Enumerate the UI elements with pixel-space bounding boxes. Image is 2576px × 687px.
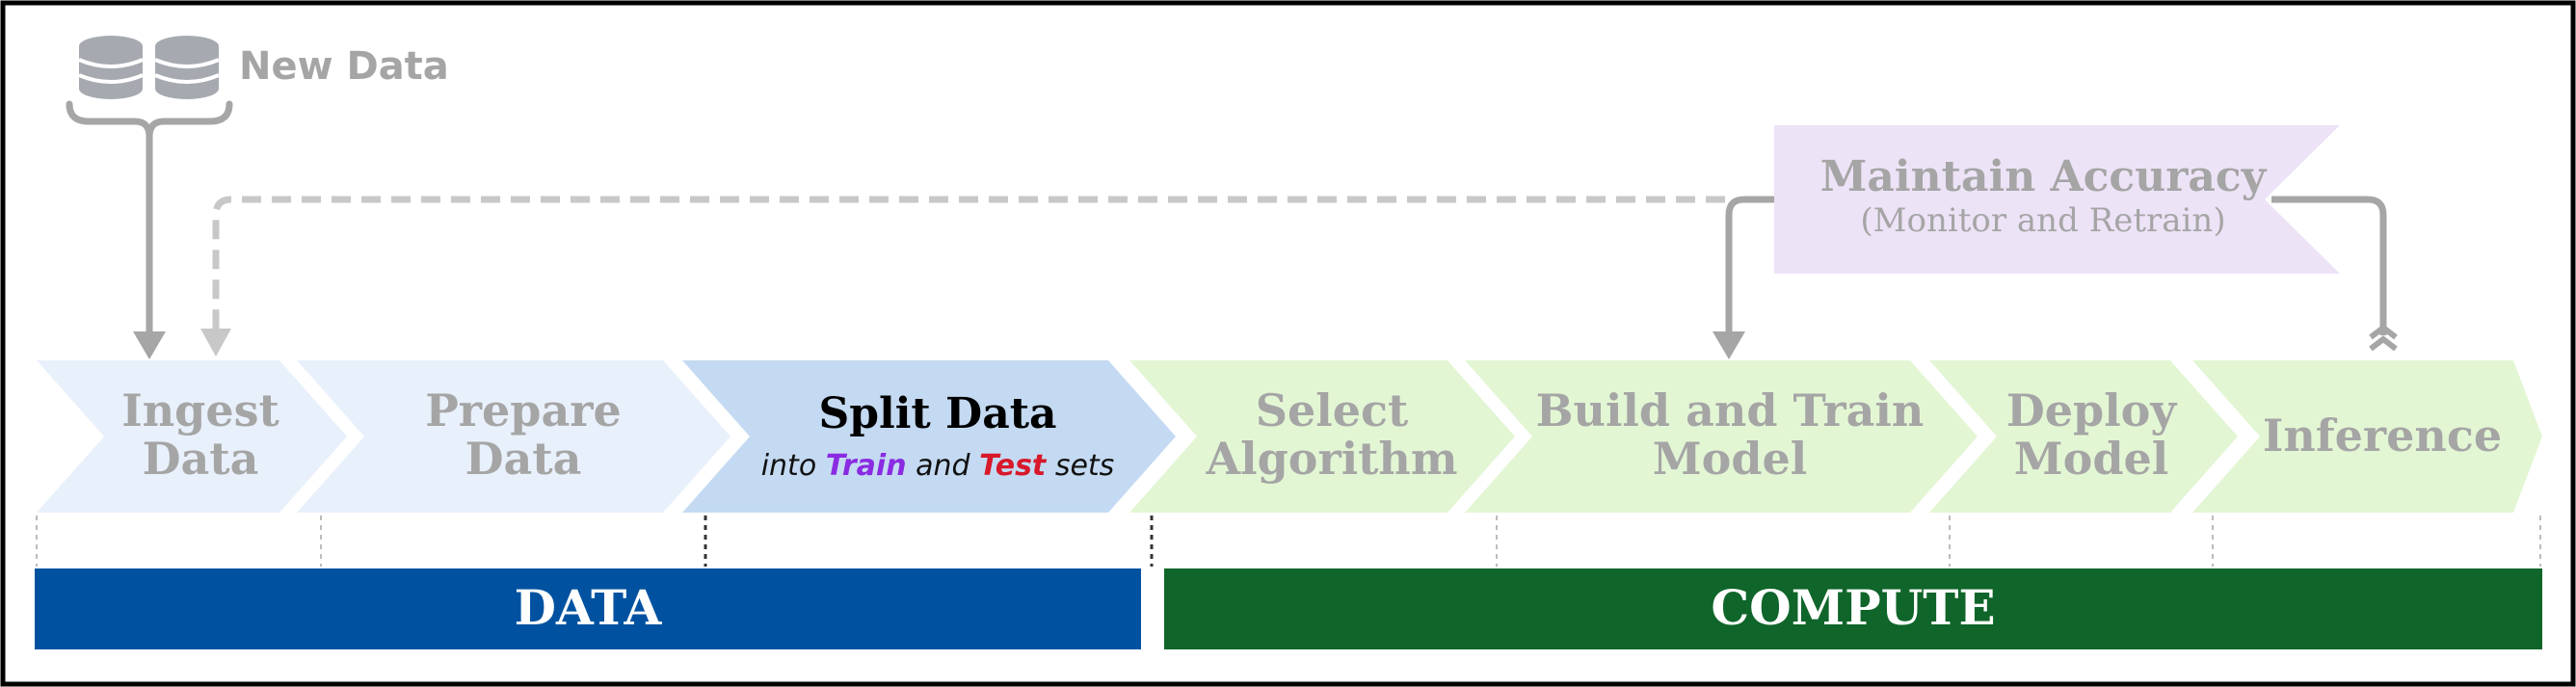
step-deploy-label-line2: Model: [2014, 433, 2169, 485]
maintain-arrow-down-icon: [1713, 331, 1745, 359]
split-into-text: into: [761, 449, 816, 483]
step-split-subtitle: into Train and Test sets: [761, 449, 1115, 483]
step-deploy-label-line1: Deploy: [2006, 384, 2177, 436]
maintain-to-build-arrow-line: [1725, 196, 1774, 335]
chevron-up-icon: [2369, 335, 2398, 352]
compute-bar-label: COMPUTE: [1711, 579, 1995, 636]
step-inference: Inference: [2192, 360, 2542, 513]
split-and-text: and: [916, 449, 970, 483]
database-icon: [78, 36, 220, 99]
step-select-algorithm: Select Algorithm: [1129, 360, 1515, 513]
step-prepare-data: Prepare Data: [297, 360, 730, 513]
step-deploy-model: Deploy Model: [1929, 360, 2238, 513]
step-prepare-label-line1: Prepare: [425, 384, 622, 436]
new-data-label: New Data: [239, 44, 449, 89]
step-ingest-data: Ingest Data: [37, 360, 347, 513]
database-cylinder-right: [154, 36, 220, 99]
data-bar: [35, 568, 1141, 649]
step-ingest-label-line1: Ingest: [121, 384, 279, 436]
dotted-separators: [36, 515, 2541, 567]
database-cylinder-left: [78, 36, 144, 99]
step-select-label-line2: Algorithm: [1205, 433, 1457, 485]
maintain-accuracy-shape: [1774, 125, 2340, 274]
maintain-accuracy-title: Maintain Accuracy: [1820, 152, 2268, 201]
step-split-title: Split Data: [818, 389, 1056, 438]
step-prepare-label-line2: Data: [465, 433, 582, 485]
retrain-dashed-arrow-line: [212, 196, 1725, 332]
maintain-accuracy-subtitle: (Monitor and Retrain): [1860, 201, 2225, 240]
compute-bar: [1164, 568, 2542, 649]
step-build-label-line2: Model: [1653, 433, 1808, 485]
data-bar-label: DATA: [515, 579, 663, 636]
step-split-data: Split Data into Train and Test sets: [682, 360, 1176, 513]
step-inference-label: Inference: [2263, 410, 2502, 462]
arrow-down-icon: [133, 331, 166, 359]
split-test-text: Test: [979, 449, 1048, 483]
step-ingest-label-line2: Data: [143, 433, 259, 485]
split-train-text: Train: [826, 449, 907, 483]
step-select-label-line1: Select: [1256, 384, 1409, 436]
chevron-up-icon-2: [2369, 324, 2398, 340]
dark-dotted-separators: [704, 515, 1154, 567]
inference-to-maintain-line: [2271, 196, 2387, 335]
step-build-label-line1: Build and Train: [1536, 384, 1925, 436]
step-build-train-model: Build and Train Model: [1465, 360, 1978, 513]
retrain-arrow-down-icon: [200, 329, 231, 357]
split-sets-text: sets: [1055, 449, 1114, 483]
